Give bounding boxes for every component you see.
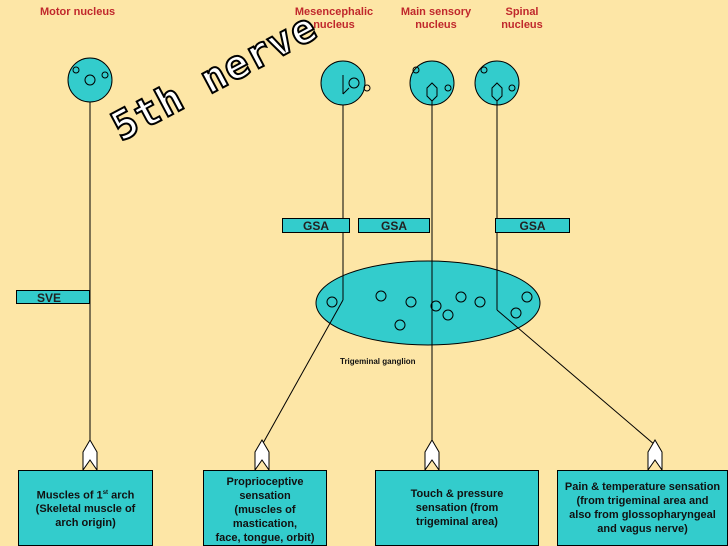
trigeminal-ganglion [315, 260, 541, 346]
proprioceptive-box: Proprioceptive sensation (muscles of mas… [203, 470, 327, 546]
mesencephalic-nucleus-cell [320, 60, 371, 106]
gsa-tag-spinal: GSA [495, 218, 570, 233]
sve-tag: SVE [16, 290, 90, 305]
muscles-box: Muscles of 1st arch (Skeletal muscle of … [18, 470, 153, 546]
muscles-box-line1: Muscles of 1st arch [36, 489, 135, 502]
nerve-fibers [89, 101, 656, 446]
fiber-endings [82, 439, 663, 472]
spinal-nucleus-label: Spinal nucleus [501, 6, 543, 31]
motor-nucleus-label: Motor nucleus [40, 6, 116, 18]
pain-box: Pain & temperature sensation (from trige… [557, 470, 728, 546]
ganglion-label: Trigeminal ganglion [340, 357, 416, 366]
gsa-tag-mesencephalic: GSA [282, 218, 350, 233]
gsa-tag-main-sensory: GSA [358, 218, 430, 233]
motor-nucleus-cell [67, 57, 113, 103]
mesencephalic-fiber [261, 299, 344, 446]
touch-box: Touch & pressure sensation (from trigemi… [375, 470, 539, 546]
main-sensory-nucleus-cell [409, 60, 455, 106]
main-sensory-nucleus-label: Main sensory nucleus [400, 6, 472, 31]
mesencephalic-nucleus-label: Mesencephalic nucleus [294, 6, 374, 31]
spinal-nucleus-cell [474, 60, 520, 106]
spinal-fiber [496, 309, 656, 446]
